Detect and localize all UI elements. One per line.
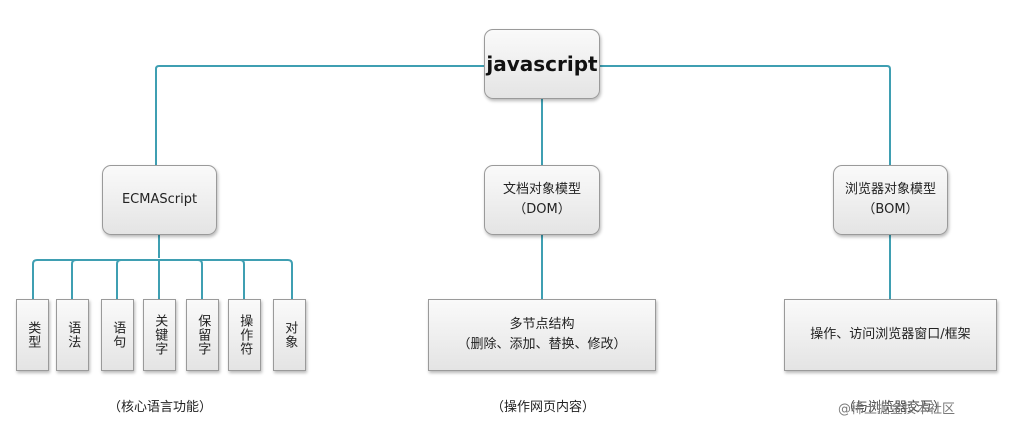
- ecmascript-caption: （核心语言功能）: [107, 400, 212, 415]
- bom-detail-text: 操作、访问浏览器窗口/框架: [810, 326, 971, 342]
- leaf-node-yuju: 语句: [101, 299, 134, 371]
- dom-caption: （操作网页内容）: [490, 400, 595, 415]
- connector-leaf-yufa: [71, 259, 77, 299]
- bom-node-title: 浏览器对象模型: [844, 181, 936, 197]
- leaf-node-guanjianzi: 关键字: [143, 299, 176, 371]
- connector-ecmascript-branch: [32, 259, 293, 299]
- dom-detail-line1: 多节点结构: [509, 316, 575, 332]
- dom-node-abbr: （DOM）: [513, 202, 571, 217]
- leaf-node-caozuofu: 操作符: [228, 299, 261, 371]
- bom-node-abbr: （BOM）: [862, 202, 919, 217]
- root-node-label: javascript: [486, 51, 598, 76]
- connector-leaf-yuju: [116, 259, 122, 299]
- ecmascript-node-label: ECMAScript: [121, 191, 198, 207]
- bom-caption: （与浏览器交互）: [841, 400, 946, 415]
- leaf-node-duixiang: 对象: [273, 299, 306, 371]
- dom-detail-line2: （删除、添加、替换、修改）: [457, 337, 627, 352]
- root-node-javascript: javascript: [484, 29, 600, 99]
- dom-detail-node: 多节点结构 （删除、添加、替换、修改）: [428, 299, 656, 371]
- bom-detail-node: 操作、访问浏览器窗口/框架: [784, 299, 997, 371]
- watermark-text: @稀土掘金技术社区: [838, 402, 956, 417]
- dom-node-title: 文档对象模型: [502, 181, 581, 197]
- connector-leaf-caozuofu: [239, 259, 245, 299]
- ecmascript-node: ECMAScript: [102, 165, 217, 235]
- dom-node: 文档对象模型 （DOM）: [484, 165, 600, 235]
- connector-leaf-baoliuzi: [197, 259, 203, 299]
- connector-root-to-bom: [600, 65, 891, 165]
- leaf-node-yufa: 语法: [56, 299, 89, 371]
- leaf-node-leixing: 类型: [16, 299, 49, 371]
- bom-node: 浏览器对象模型 （BOM）: [833, 165, 948, 235]
- connector-root-to-ecmascript: [155, 65, 484, 165]
- leaf-node-baoliuzi: 保留字: [186, 299, 219, 371]
